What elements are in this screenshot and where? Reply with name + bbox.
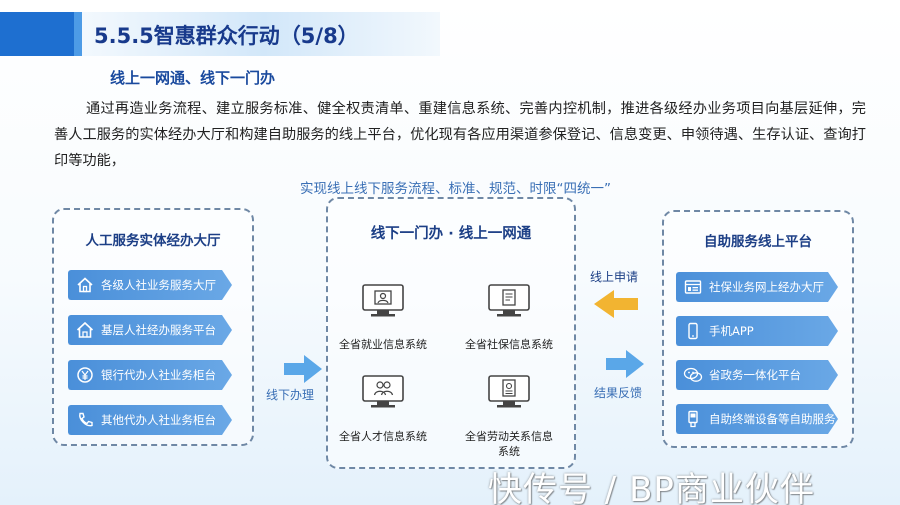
right-item-label: 社保业务网上经办大厅	[709, 280, 824, 294]
offline-handle-label: 线下办理	[266, 388, 315, 402]
arrow-right-icon	[606, 350, 644, 382]
smartphone-icon	[680, 316, 706, 346]
right-item-label: 省政务一体化平台	[709, 368, 801, 382]
left-panel-title: 人工服务实体经办大厅	[85, 233, 221, 249]
watermark-text: 快传号 / BP商业伙伴	[488, 470, 815, 505]
monitor-document-icon	[486, 283, 532, 319]
monitor-profile-icon	[360, 283, 406, 319]
browser-icon	[680, 272, 706, 302]
right-item-mobile-app: 手机APP	[676, 316, 838, 346]
feedback-label: 结果反馈	[594, 386, 643, 400]
left-item-other-counter: 其他代办人社业务柜台	[68, 405, 232, 435]
home-icon	[72, 315, 98, 345]
title-accent-stripe	[74, 12, 82, 56]
left-item-service-hall: 各级人社业务服务大厅	[68, 270, 232, 300]
unify-caption: 实现线上线下服务流程、标准、规范、时限“四统一”	[300, 181, 611, 197]
right-item-gov-platform: 省政务一体化平台	[676, 360, 838, 390]
center-panel-title: 线下一门办 · 线上一网通	[370, 226, 532, 242]
left-item-grassroots-platform: 基层人社经办服务平台	[68, 315, 232, 345]
phone-icon	[72, 405, 98, 435]
right-panel-title: 自助服务线上平台	[704, 234, 812, 250]
right-item-self-service-kiosk: 自助终端设备等自助服务	[676, 404, 838, 434]
online-apply-label: 线上申请	[590, 270, 639, 284]
left-item-label: 其他代办人社业务柜台	[101, 413, 216, 427]
section-subtitle: 线上一网通、线下一门办	[110, 69, 276, 87]
center-panel	[326, 197, 576, 469]
yuan-coin-icon	[72, 360, 98, 390]
wechat-icon	[680, 360, 706, 390]
kiosk-icon	[680, 404, 706, 434]
system-label-line: 系统	[498, 445, 520, 458]
intro-paragraph: 通过再造业务流程、建立服务标准、健全权责清单、重建信息系统、完善内控机制，推进各…	[54, 101, 866, 169]
arrow-right-icon	[284, 355, 322, 387]
left-item-label: 基层人社经办服务平台	[101, 323, 216, 337]
house-icon	[72, 270, 98, 300]
system-label-line: 全省劳动关系信息	[465, 430, 553, 443]
monitor-contract-icon	[486, 374, 532, 410]
right-item-label: 手机APP	[709, 324, 754, 338]
right-item-online-hall: 社保业务网上经办大厅	[676, 272, 838, 302]
page-title: 5.5.5智惠群众行动（5/8）	[94, 24, 359, 48]
system-label-talent: 全省人才信息系统	[339, 430, 427, 443]
left-item-bank-counter: 银行代办人社业务柜台	[68, 360, 232, 390]
system-label-employment: 全省就业信息系统	[339, 338, 427, 351]
title-accent-block	[0, 12, 74, 56]
arrow-left-icon	[594, 290, 638, 322]
system-label-labor-relations: 全省劳动关系信息 系统	[460, 429, 558, 459]
system-label-social-security: 全省社保信息系统	[465, 338, 553, 351]
monitor-users-icon	[360, 374, 406, 410]
left-item-label: 各级人社业务服务大厅	[101, 278, 216, 292]
left-item-label: 银行代办人社业务柜台	[101, 368, 216, 382]
right-item-label: 自助终端设备等自助服务	[709, 412, 836, 426]
